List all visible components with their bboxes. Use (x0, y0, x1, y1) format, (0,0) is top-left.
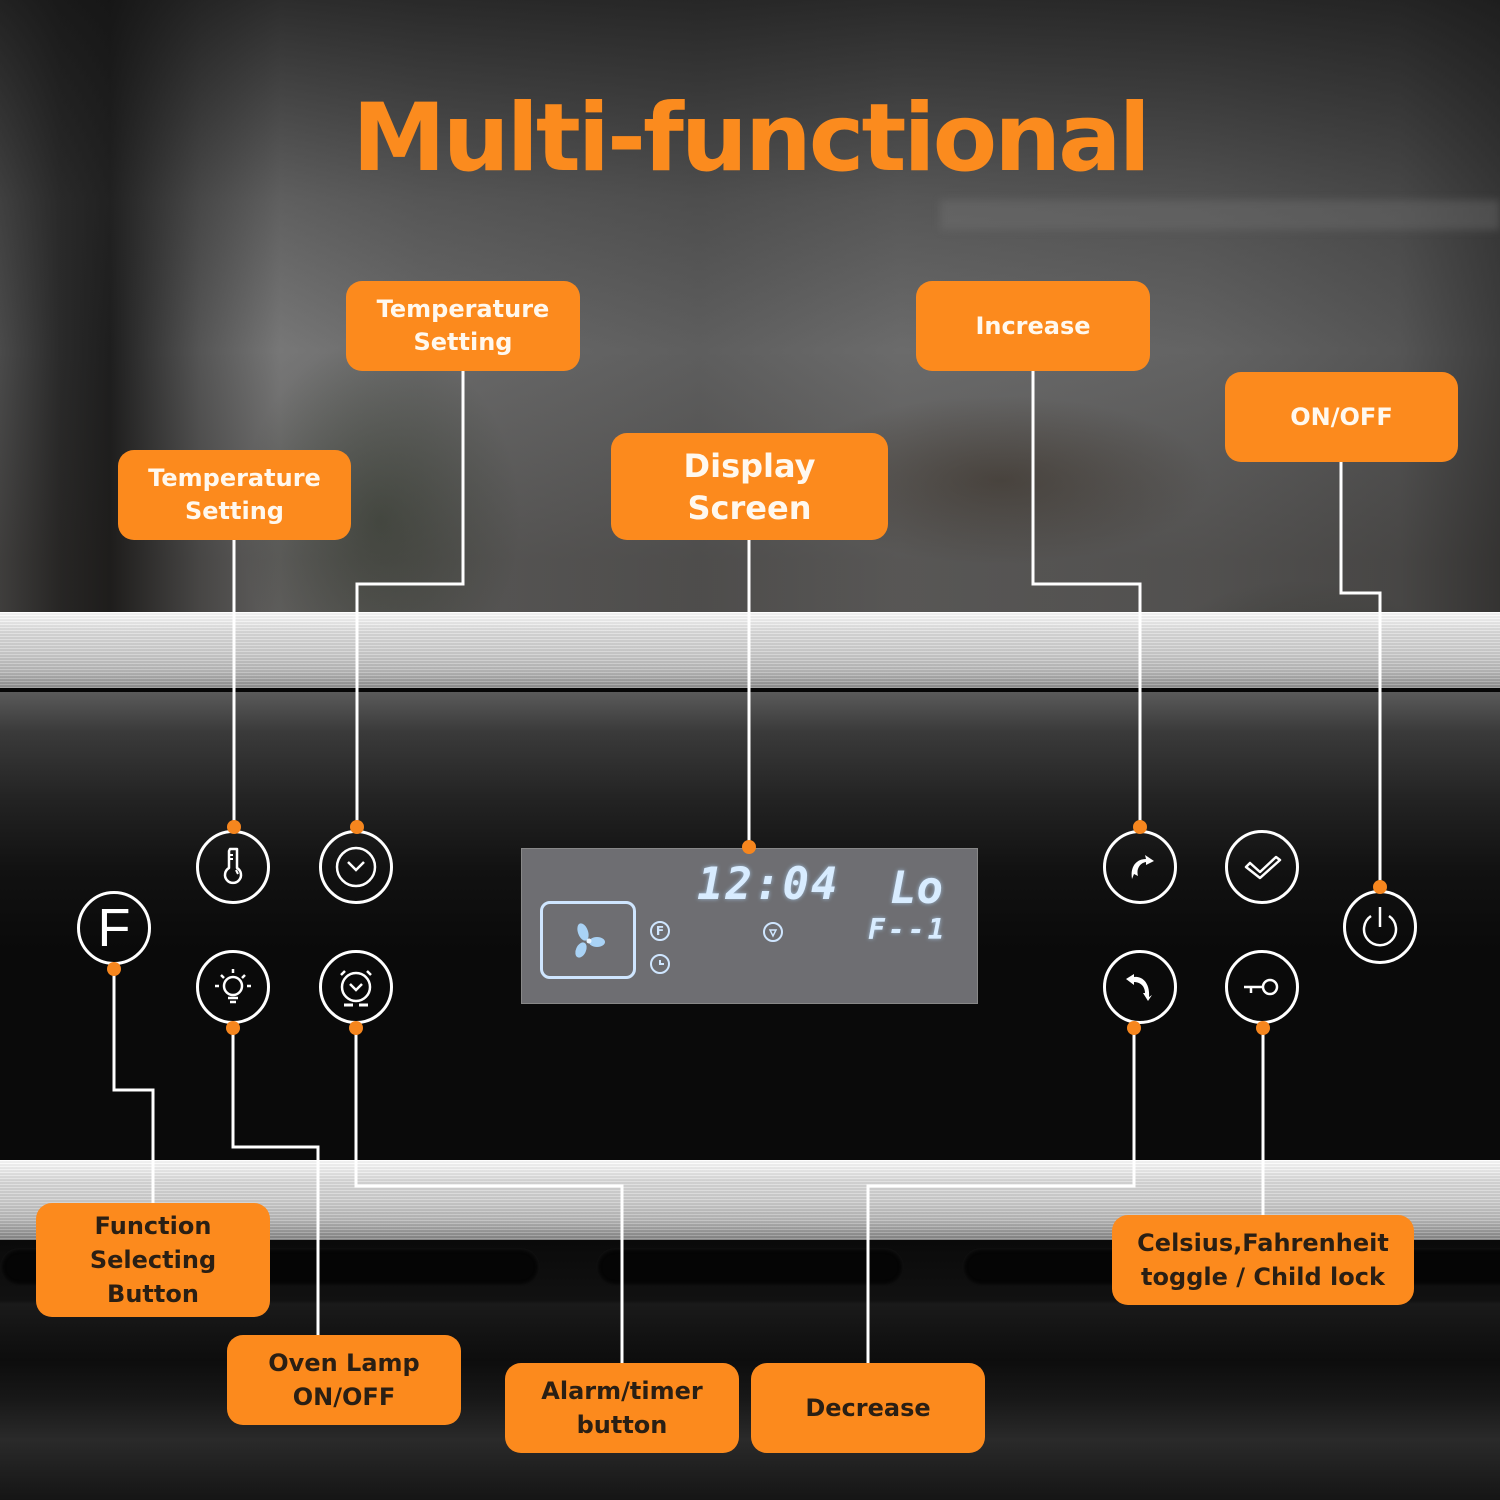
anchor-dot (226, 1021, 240, 1035)
callout-text: Oven Lamp ON/OFF (268, 1349, 420, 1411)
callout-text: Display Screen (683, 446, 816, 527)
anchor-dot (107, 962, 121, 976)
anchor-dot (1256, 1021, 1270, 1035)
function-button[interactable]: F (77, 891, 151, 965)
callout-text: Celsius,Fahrenheit toggle / Child lock (1137, 1229, 1389, 1291)
curved-arrow-up-right-icon (1131, 855, 1154, 879)
callout-alarm-timer: Alarm/timer button (505, 1363, 739, 1453)
display-mode: Lo (890, 863, 943, 914)
light-bulb-icon (215, 969, 251, 1004)
callout-increase: Increase (916, 281, 1150, 371)
decrease-button[interactable] (1103, 950, 1177, 1024)
callout-text: Alarm/timer button (541, 1377, 703, 1439)
thermometer-icon (223, 847, 243, 885)
anchor-dot (1373, 880, 1387, 894)
display-time: 12:04 (697, 859, 840, 910)
background-shelf (940, 200, 1500, 230)
checkmark-icon (1244, 855, 1282, 880)
light-bulb-icon (768, 929, 778, 938)
power-icon (1362, 907, 1398, 947)
curved-arrow-down-right-icon (1126, 974, 1152, 1001)
callout-text: Increase (975, 311, 1091, 340)
callout-text: Temperature Setting (376, 295, 550, 356)
callout-decrease: Decrease (751, 1363, 985, 1453)
increase-button[interactable] (1103, 830, 1177, 904)
page-title: Multi-functional (352, 84, 1151, 193)
fan-icon (575, 923, 605, 958)
callout-on-off: ON/OFF (1225, 372, 1458, 462)
callout-text: Temperature Setting (148, 464, 321, 525)
vent-slot (596, 1248, 904, 1286)
key-icon (1244, 978, 1279, 996)
callout-text: ON/OFF (1290, 402, 1393, 431)
display-function-code: F--1 (868, 913, 948, 946)
display-screen: F 12:04 Lo F--1 (521, 848, 978, 1004)
alarm-clock-icon (340, 970, 372, 1007)
fahrenheit-indicator: F (650, 921, 670, 941)
anchor-dot (227, 820, 241, 834)
callout-celsius-child-lock: Celsius,Fahrenheit toggle / Child lock (1112, 1215, 1414, 1305)
callout-text: Function Selecting Button (89, 1212, 217, 1308)
callout-function-selecting: Function Selecting Button (36, 1203, 270, 1317)
callout-temperature-setting-left: Temperature Setting (118, 450, 351, 540)
callout-temperature-setting-top: Temperature Setting (346, 281, 580, 371)
clock-button[interactable] (319, 830, 393, 904)
callout-text: Decrease (805, 1394, 931, 1422)
anchor-dot (1127, 1021, 1141, 1035)
callout-display-screen: Display Screen (611, 433, 888, 540)
callout-oven-lamp: Oven Lamp ON/OFF (227, 1335, 461, 1425)
clock-icon (659, 960, 664, 965)
anchor-dot (349, 1021, 363, 1035)
child-lock-button[interactable] (1225, 950, 1299, 1024)
confirm-button[interactable] (1225, 830, 1299, 904)
anchor-dot (350, 820, 364, 834)
alarm-timer-button[interactable] (319, 950, 393, 1024)
timer-indicator (650, 954, 670, 974)
clock-icon (335, 846, 377, 888)
oven-lamp-button[interactable] (196, 950, 270, 1024)
power-button[interactable] (1343, 890, 1417, 964)
temperature-button[interactable] (196, 830, 270, 904)
letter-f-icon: F (97, 898, 131, 958)
steel-trim-top (0, 612, 1500, 690)
anchor-dot (1133, 820, 1147, 834)
lamp-indicator (763, 922, 783, 942)
anchor-dot (742, 840, 756, 854)
fan-indicator (540, 901, 636, 979)
